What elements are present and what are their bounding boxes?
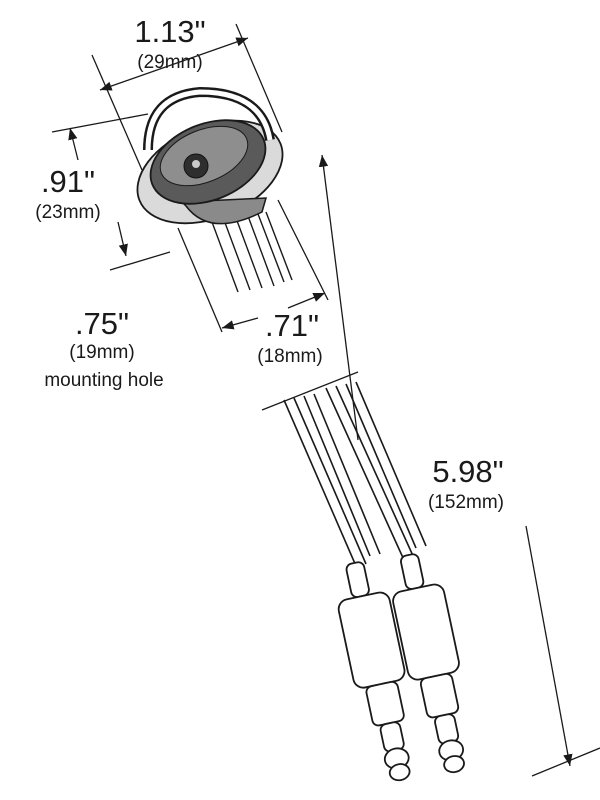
width-extension-left	[91, 54, 143, 171]
base-arrow-left	[221, 317, 259, 330]
height-extension-top	[51, 113, 149, 133]
lamp-body-illustration	[136, 86, 293, 293]
base-dimension: .71" (18mm)	[177, 199, 329, 367]
length-arrow-bottom	[525, 525, 573, 767]
mounting-hole-caption: mounting hole	[44, 370, 163, 391]
length-extension-bottom	[531, 747, 600, 777]
wire-leads-illustration	[283, 381, 427, 567]
length-dimension: 5.98" (152mm)	[261, 154, 600, 777]
height-inches-label: .91"	[41, 164, 95, 199]
mounting-hole-inches-label: .75"	[75, 306, 129, 341]
base-extension-right	[277, 199, 329, 301]
width-arrow	[99, 37, 249, 91]
height-metric-label: (23mm)	[35, 202, 100, 223]
bullet-connectors-illustration	[337, 553, 465, 782]
mounting-hole-dimension: .75" (19mm) mounting hole	[44, 306, 163, 391]
width-inches-label: 1.13"	[134, 14, 205, 49]
length-arrow-top	[318, 154, 359, 441]
base-metric-label: (18mm)	[257, 346, 322, 367]
base-arrow-right	[287, 292, 326, 309]
mounting-hole-metric-label: (19mm)	[69, 342, 134, 363]
length-extension-top	[261, 371, 359, 411]
height-dimension: .91" (23mm)	[35, 113, 171, 271]
base-inches-label: .71"	[265, 308, 319, 343]
width-dimension: 1.13" (29mm)	[91, 14, 283, 171]
length-metric-label: (152mm)	[428, 492, 504, 513]
width-metric-label: (29mm)	[137, 52, 202, 73]
base-extension-left	[177, 227, 223, 333]
length-inches-label: 5.98"	[432, 454, 503, 489]
height-extension-bottom	[109, 251, 171, 271]
height-arrow-top	[68, 127, 79, 161]
height-arrow-bottom	[117, 221, 128, 257]
